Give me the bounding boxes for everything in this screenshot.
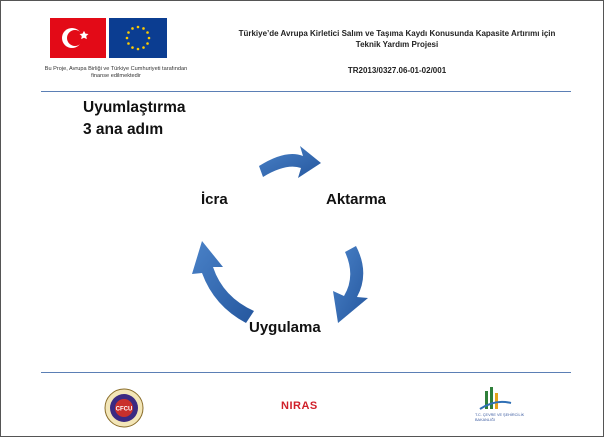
- eu-star-icon: [125, 36, 129, 40]
- ministry-logo: [475, 385, 545, 431]
- eu-flag-logo: [109, 18, 167, 58]
- slide-title: Uyumlaştırma 3 ana adım: [83, 97, 186, 141]
- slide-title-line-2: 3 ana adım: [83, 121, 164, 138]
- eu-star-icon: [142, 46, 145, 49]
- project-title: Türkiye’de Avrupa Kirletici Salım ve Taş…: [238, 29, 556, 49]
- eu-star-icon: [131, 46, 134, 49]
- eu-star-icon: [127, 42, 130, 45]
- eu-star-icon: [127, 31, 130, 34]
- seal-text: CFCU: [116, 407, 133, 413]
- cycle-step-uygulama: Uygulama: [249, 319, 321, 336]
- eu-star-icon: [147, 36, 151, 40]
- funding-note: Bu Proje, Avrupa Birliği ve Türkiye Cumh…: [44, 66, 188, 79]
- cfcu-seal-logo: CFCU: [104, 388, 144, 428]
- eu-star-icon: [136, 25, 140, 29]
- niras-logo: NIRAS: [281, 400, 318, 412]
- ministry-text: T.C. ÇEVRE VE ŞEHİRCİLİK BAKANLIĞI: [475, 413, 525, 422]
- turkey-flag-logo: [50, 18, 106, 58]
- project-code: TR2013/0327.06-01-02/001: [347, 66, 447, 75]
- cycle-step-icra: İcra: [201, 191, 228, 208]
- cycle-arrow-right: [333, 246, 368, 323]
- eu-star-icon: [131, 27, 134, 30]
- eu-star-icon: [136, 47, 140, 51]
- eu-star-icon: [146, 42, 149, 45]
- cycle-arrow-left: [192, 241, 254, 323]
- cycle-step-aktarma: Aktarma: [326, 191, 387, 208]
- header-divider: [41, 91, 571, 92]
- slide-title-line-1: Uyumlaştırma: [83, 99, 186, 116]
- footer-divider: [41, 372, 571, 373]
- cycle-arrow-top: [259, 146, 321, 178]
- eu-star-icon: [146, 31, 149, 34]
- eu-star-icon: [142, 27, 145, 30]
